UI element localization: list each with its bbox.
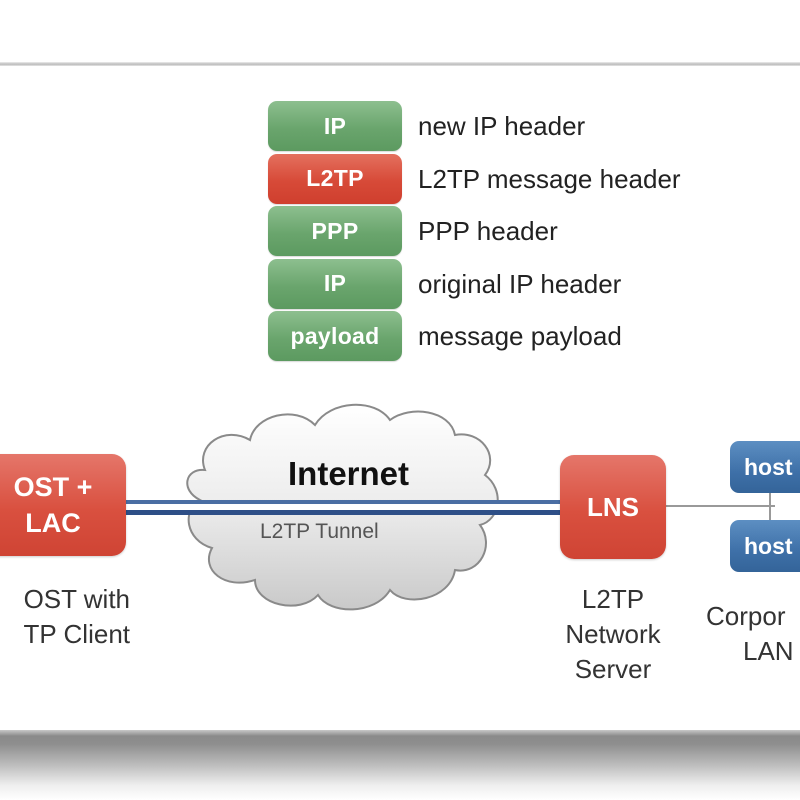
- caption-line: Corpor: [706, 601, 786, 631]
- lns-caption: L2TP Network Server: [553, 582, 673, 687]
- legend-label: new IP header: [418, 111, 586, 141]
- lan-vertical-line: [769, 490, 771, 522]
- caption-line: Network: [565, 619, 661, 649]
- host-lac-line2: LAC: [25, 508, 81, 538]
- legend-label: L2TP message header: [418, 163, 681, 194]
- top-divider: [0, 62, 800, 66]
- internet-label: Internet: [288, 455, 410, 492]
- host-lac-line1: OST +: [13, 472, 93, 502]
- legend-chip-l2tp: L2TP: [268, 153, 402, 204]
- tunnel-line-gap: [120, 504, 570, 510]
- host-label: host: [744, 532, 793, 559]
- tunnel-label: L2TP Tunnel: [260, 520, 379, 543]
- tunnel-line-top: [120, 500, 570, 504]
- caption-line: TP Client: [23, 619, 130, 649]
- bottom-shadow: [0, 730, 800, 800]
- lan-host-1: host: [730, 441, 800, 493]
- legend-chip-ppp: PPP: [268, 206, 402, 256]
- legend-label: PPP header: [418, 216, 558, 246]
- lan-caption: Corpor LAN: [706, 599, 800, 669]
- caption-line: LAN: [743, 636, 794, 666]
- host-label: host: [744, 453, 793, 480]
- lan-link-line: [665, 505, 775, 507]
- caption-line: Server: [574, 654, 652, 684]
- legend-chip-payload: payload: [268, 311, 402, 361]
- lns-label: LNS: [587, 491, 639, 522]
- caption-line: L2TP: [581, 584, 645, 614]
- legend-label: message payload: [418, 321, 622, 351]
- lan-host-2: host: [730, 520, 800, 572]
- caption-line: OST with: [23, 584, 130, 614]
- host-lac-node: OST + LAC: [0, 454, 126, 556]
- legend-chip-ip: IP: [268, 101, 402, 151]
- lns-node: LNS: [560, 455, 666, 559]
- host-lac-caption: OST with TP Client: [0, 582, 130, 652]
- legend-label: original IP header: [418, 268, 622, 299]
- legend-chip-original-ip: IP: [268, 258, 402, 309]
- tunnel-line-bottom: [120, 510, 570, 515]
